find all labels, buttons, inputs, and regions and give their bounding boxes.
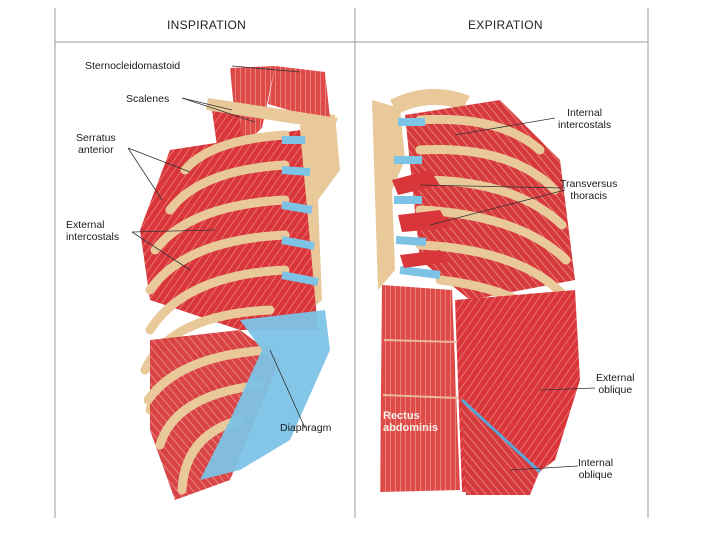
label-transversus-thoracis: Transversus thoracis	[560, 178, 618, 202]
label-external-intercostals: External intercostals	[66, 219, 120, 243]
label-internal-oblique: Internal oblique	[578, 457, 614, 481]
label-sternocleidomastoid: Sternocleidomastoid	[85, 60, 181, 72]
expiration-title: EXPIRATION	[468, 18, 543, 32]
label-external-oblique: External oblique	[596, 372, 635, 396]
transversus-thoracis	[392, 170, 450, 268]
label-rectus-abdominis: Rectus abdominis	[383, 410, 439, 434]
inspiration-ribcage	[127, 65, 340, 500]
label-diaphragm: Diaphragm	[280, 422, 332, 434]
label-serratus-anterior: Serratus anterior	[76, 132, 116, 156]
label-scalenes: Scalenes	[126, 93, 170, 105]
label-internal-intercostals: Internal intercostals	[558, 107, 612, 131]
expiration-ribcage	[372, 88, 596, 495]
frame-lines	[54, 8, 649, 518]
inspiration-title: INSPIRATION	[167, 18, 247, 32]
